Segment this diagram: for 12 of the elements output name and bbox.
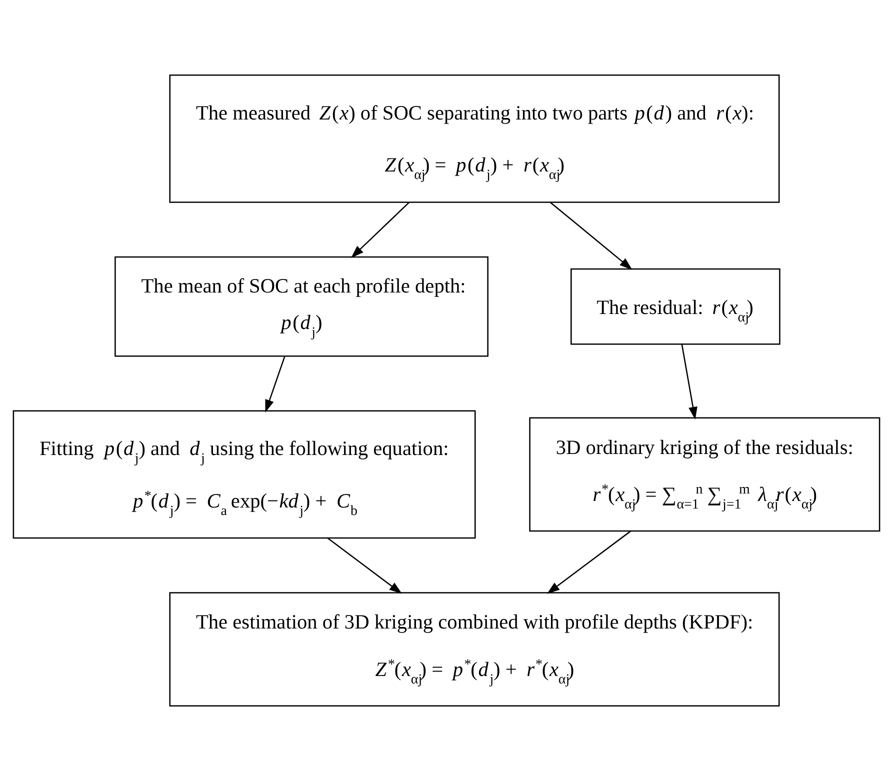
node-box: Fitting p(d$_{j}$) and d$_{j}$ using the following equation: p$^{*}$(d$_{j}$) = C$_{a}$ exp(−kd$_{j}$) + C$_{b}$ bbox=[12, 410, 476, 538]
node-box: 3D ordinary kriging of the residuals: r$^{*}$(x$_{αj}$) = ∑$_{α=1}$$^{n}$ ∑$_{j=1}$$^{m}$ λ$_{αj}$r(x$_{αj}$) bbox=[529, 416, 880, 532]
arrow bbox=[327, 537, 402, 594]
node-box: The residual: r(x$_{αj}$) bbox=[570, 268, 780, 344]
arrow bbox=[351, 202, 410, 258]
node-box: The measured Z(x) of SOC separating into two parts p(d) and r(x): Z(x$_{αj}$) = p(d$_{j}$) + r(x$_{αj}$) bbox=[169, 74, 780, 202]
arrow bbox=[265, 356, 286, 412]
arrow bbox=[546, 530, 631, 594]
node-box: The mean of SOC at each profile depth: p(d$_{j}$) bbox=[114, 256, 488, 356]
arrow bbox=[550, 201, 632, 270]
arrow bbox=[681, 344, 698, 420]
node-box: The estimation of 3D kriging combined with profile depths (KPDF): Z$^{*}$(x$_{αj}$) = p$^{*}$(d$_{j}$) + r$^{*}$(x$_{αj}$) bbox=[169, 592, 780, 706]
